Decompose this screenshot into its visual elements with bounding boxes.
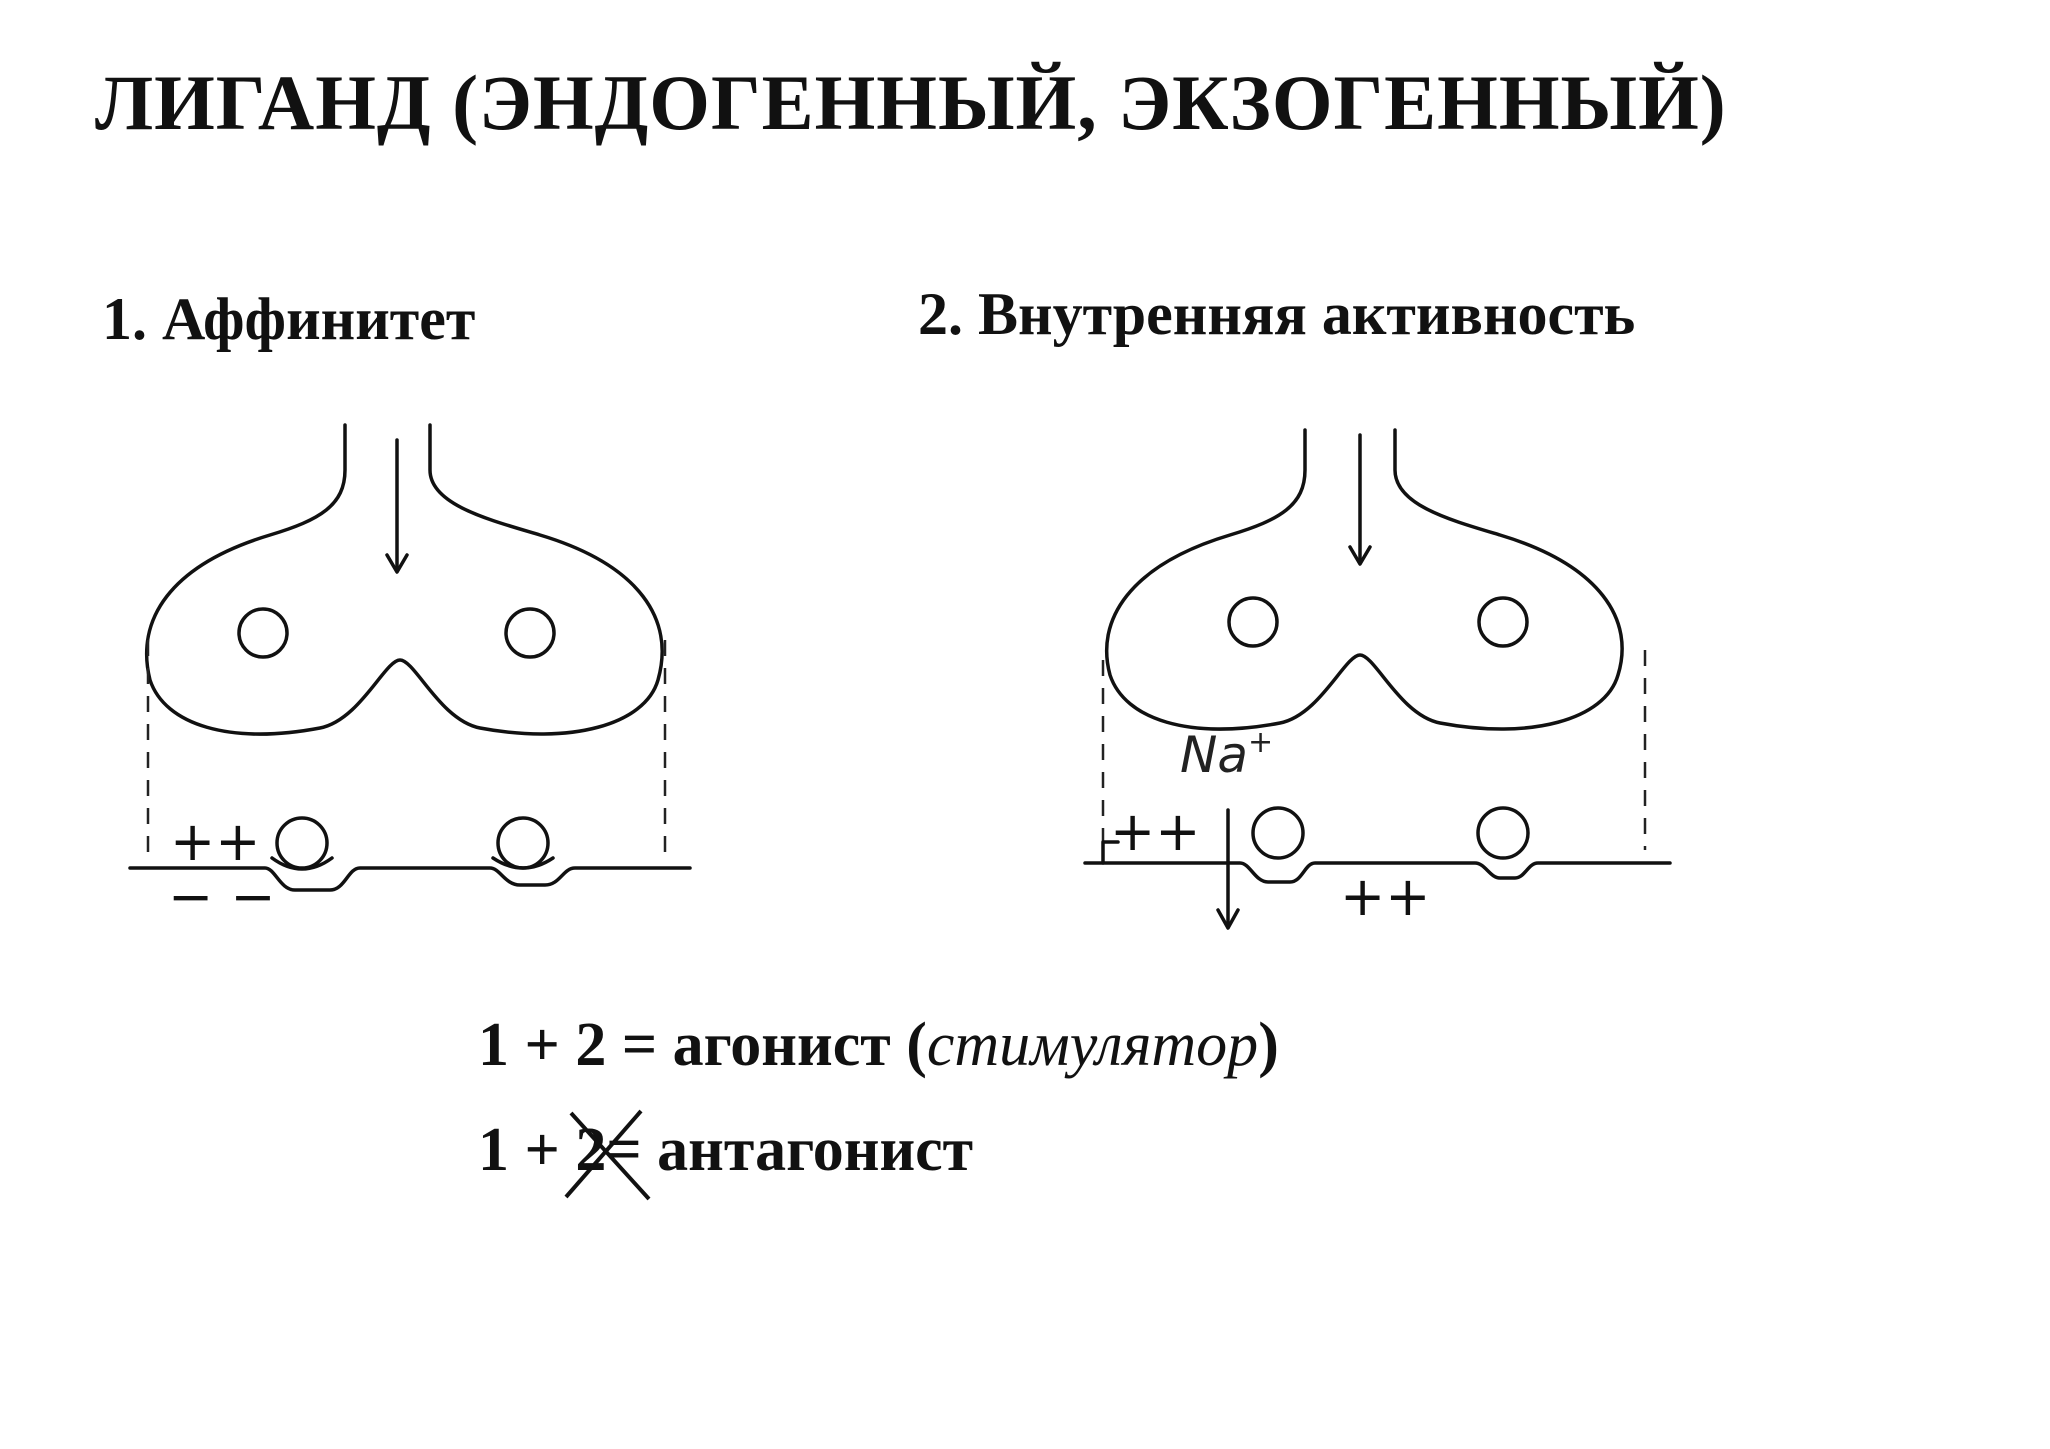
heading-intrinsic-activity: 2. Внутренняя активность — [918, 281, 1636, 347]
charge-minus-left: − − — [168, 865, 276, 928]
ion-flow-arrow-head — [1216, 908, 1240, 930]
sodium-ion-label: Na+ — [1180, 725, 1273, 784]
formula-antagonist-suffix: = антагонист — [606, 1116, 974, 1184]
charge-plus-left: ++ — [170, 810, 261, 873]
heading-affinity: 1. Аффинитет — [102, 286, 476, 352]
ligand-body-right — [1104, 428, 1624, 731]
ligand-group-left-2 — [504, 607, 556, 659]
formula-agonist: 1 + 2 = агонист (стимулятор) — [478, 1010, 1279, 1081]
receptor-pocket-left-1 — [270, 856, 334, 871]
membrane-left — [128, 866, 692, 892]
formula-antagonist: 1 + 2= антагонист — [478, 1109, 974, 1201]
receptor-site-right-2 — [1476, 806, 1530, 860]
receptor-site-right-1 — [1251, 806, 1305, 860]
receptor-site-left-1 — [275, 816, 329, 870]
ligand-group-right-2 — [1477, 596, 1529, 648]
formula-antagonist-prefix: 1 + — [478, 1116, 576, 1184]
membrane-right — [1083, 861, 1672, 884]
formula-agonist-italic: стимулятор — [926, 1011, 1259, 1079]
charge-plus-right-outer: ++ — [1110, 800, 1201, 863]
receptor-pocket-left-2 — [491, 856, 555, 870]
ligand-body-left — [144, 423, 664, 736]
channel-edge-right — [1101, 840, 1120, 865]
arrow-head-right — [1348, 545, 1372, 566]
affinity-diagram: ++ − − — [128, 423, 692, 928]
ligand-group-left-1 — [237, 607, 289, 659]
cross-mark-icon — [564, 1109, 651, 1201]
formula-agonist-close: ) — [1258, 1011, 1279, 1079]
formula-agonist-lhs: 1 + 2 = агонист ( — [478, 1011, 927, 1079]
receptor-site-left-2 — [496, 816, 550, 870]
arrow-head-left — [385, 553, 409, 574]
ligand-group-right-1 — [1227, 596, 1279, 648]
charge-plus-right-inner: ++ — [1340, 865, 1431, 928]
intrinsic-activity-diagram: Na+ ++ ++ — [1083, 428, 1672, 930]
slide-title: ЛИГАНД (ЭНДОГЕННЫЙ, ЭКЗОГЕННЫЙ) — [95, 59, 1727, 146]
crossed-out-digit: 2 — [564, 1109, 651, 1201]
